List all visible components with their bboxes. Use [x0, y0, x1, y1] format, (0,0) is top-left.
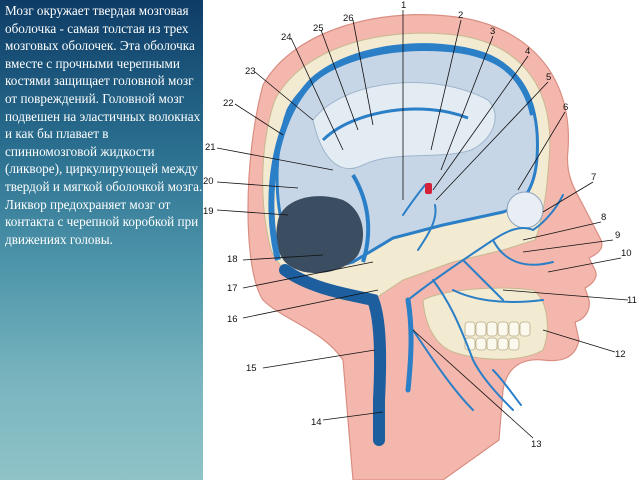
label-6: 6	[563, 102, 568, 113]
label-5: 5	[546, 72, 551, 83]
superior-sagittal-sinus	[268, 43, 536, 261]
text-panel: Мозг окружает твердая мозговая оболочка …	[0, 0, 203, 480]
label-7: 7	[591, 172, 596, 183]
inferior-sagittal-sinus	[321, 107, 469, 142]
artery-marker	[425, 183, 432, 194]
label-20: 20	[203, 176, 214, 187]
head-veins-illustration: 1 2 3 4 5 6 7 8 9 10 11 12 13 14 15 16 1…	[203, 0, 640, 480]
description-text: Мозг окружает твердая мозговая оболочка …	[5, 3, 203, 247]
label-22: 22	[223, 98, 234, 109]
label-12: 12	[615, 349, 626, 360]
label-26: 26	[343, 13, 354, 24]
label-24: 24	[281, 32, 292, 43]
cranial-cavity	[276, 196, 363, 274]
label-21: 21	[205, 142, 216, 153]
label-15: 15	[246, 363, 257, 374]
label-1: 1	[401, 0, 406, 11]
label-17: 17	[227, 283, 238, 294]
label-3: 3	[490, 26, 495, 37]
label-4: 4	[525, 46, 530, 57]
anatomy-svg: 1 2 3 4 5 6 7 8 9 10 11 12 13 14 15 16 1…	[203, 0, 637, 480]
label-18: 18	[227, 254, 238, 265]
external-jugular-vein	[405, 297, 414, 393]
eyeball	[506, 191, 544, 229]
label-numbers: 1 2 3 4 5 6 7 8 9 10 11 12 13 14 15 16 1…	[203, 0, 637, 450]
internal-jugular-vein	[279, 264, 387, 446]
label-16: 16	[227, 314, 238, 325]
label-2: 2	[458, 10, 463, 21]
label-9: 9	[615, 230, 620, 241]
facial-vein-network	[402, 184, 564, 411]
straight-sinus	[351, 173, 371, 263]
label-14: 14	[311, 417, 322, 428]
label-10: 10	[621, 248, 632, 259]
label-11: 11	[627, 295, 637, 306]
label-23: 23	[245, 66, 256, 77]
label-8: 8	[601, 212, 606, 223]
label-19: 19	[203, 206, 214, 217]
leader-lines	[216, 10, 629, 439]
label-13: 13	[531, 439, 542, 450]
label-25: 25	[313, 23, 324, 34]
